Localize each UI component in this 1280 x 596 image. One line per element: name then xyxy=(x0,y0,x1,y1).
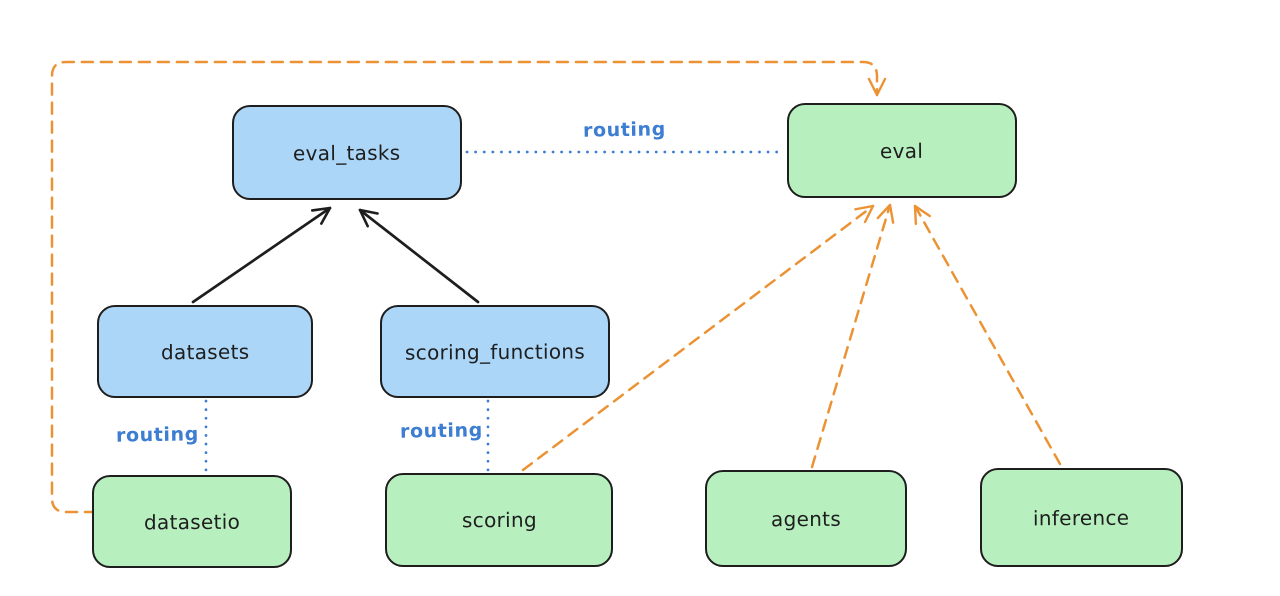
edge-label-routing-scoring-functions-scoring: routing xyxy=(399,419,484,443)
edge-scoring-functions-to-eval-tasks xyxy=(358,208,480,304)
edge-scoring-to-eval xyxy=(521,204,875,472)
node-scoring-functions: scoring_functions xyxy=(380,305,610,398)
node-agents: agents xyxy=(705,470,907,567)
node-scoring-functions-label: scoring_functions xyxy=(404,338,586,365)
edge-datasetio-to-eval xyxy=(50,60,887,514)
node-inference: inference xyxy=(980,468,1183,567)
node-eval: eval xyxy=(787,103,1017,198)
edge-agents-to-eval xyxy=(810,203,895,469)
node-datasets-label: datasets xyxy=(160,339,250,364)
node-eval-tasks-label: eval_tasks xyxy=(293,140,401,165)
edge-label-routing-datasets-datasetio: routing xyxy=(115,423,200,447)
node-agents-label: agents xyxy=(770,506,842,531)
node-datasetio: datasetio xyxy=(92,475,292,568)
edge-label-routing-eval-tasks-eval: routing xyxy=(582,118,667,142)
node-scoring-label: scoring xyxy=(461,507,537,533)
node-inference-label: inference xyxy=(1033,505,1130,530)
node-datasetio-label: datasetio xyxy=(143,509,241,534)
node-eval-label: eval xyxy=(880,138,924,163)
node-scoring: scoring xyxy=(385,473,613,567)
edge-datasets-to-eval-tasks xyxy=(191,206,332,304)
edge-inference-to-eval xyxy=(913,204,1062,466)
node-eval-tasks: eval_tasks xyxy=(232,105,462,200)
node-datasets: datasets xyxy=(97,305,313,398)
